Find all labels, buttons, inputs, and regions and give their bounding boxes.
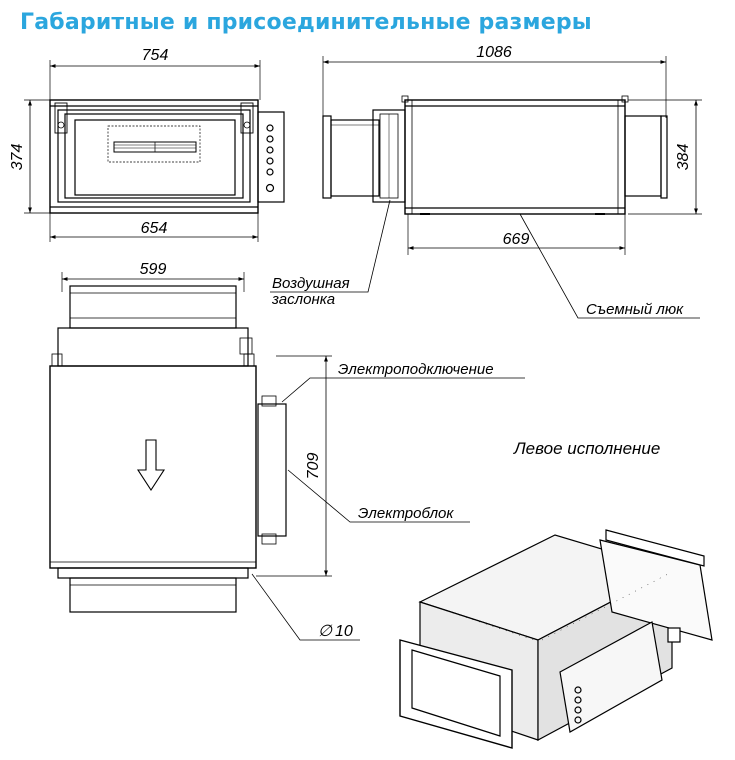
label-damper-line1: Воздушная (272, 275, 350, 292)
dim-599: 599 (140, 261, 167, 278)
dim-1086: 1086 (476, 44, 512, 61)
label-left-version: Левое исполнение (513, 439, 660, 458)
top-housing (49, 365, 257, 569)
hole-leader (251, 573, 360, 641)
damper-leader (270, 199, 391, 293)
label-damper-line2: заслонка (271, 291, 335, 308)
front-electric-box (257, 111, 285, 203)
top-collar (69, 285, 237, 329)
label-electric-block: Электроблок (358, 505, 454, 522)
dim-754: 754 (142, 47, 169, 64)
electric-block-leader (287, 469, 470, 523)
side-view (270, 56, 702, 319)
top-electric-block (257, 403, 287, 537)
front-view (24, 60, 285, 242)
diameter-symbol: ∅ (318, 623, 333, 640)
power-connection-leader (281, 377, 525, 403)
page-title: Габаритные и присоединительные размеры (20, 10, 592, 35)
dim-hole-diameter: 10 (335, 623, 353, 640)
airflow-arrow-icon (136, 439, 166, 492)
label-power-connection: Электроподключение (338, 361, 494, 378)
isometric-view (399, 529, 713, 749)
dim-384: 384 (675, 144, 692, 171)
label-removable-hatch: Съемный люк (586, 301, 684, 318)
top-view (49, 272, 525, 641)
dim-654: 654 (141, 220, 168, 237)
front-housing (49, 99, 259, 214)
dim-709: 709 (305, 453, 322, 480)
iso-electric-block (559, 621, 663, 733)
dim-374: 374 (9, 144, 26, 171)
hatch-leader (519, 213, 700, 319)
side-housing (404, 99, 626, 215)
dim-669: 669 (503, 231, 530, 248)
dimension-labels: 754 654 374 1086 669 384 599 709 ∅ 10 (9, 44, 692, 640)
callout-labels: Воздушная заслонка Съемный люк Электропо… (271, 275, 684, 522)
